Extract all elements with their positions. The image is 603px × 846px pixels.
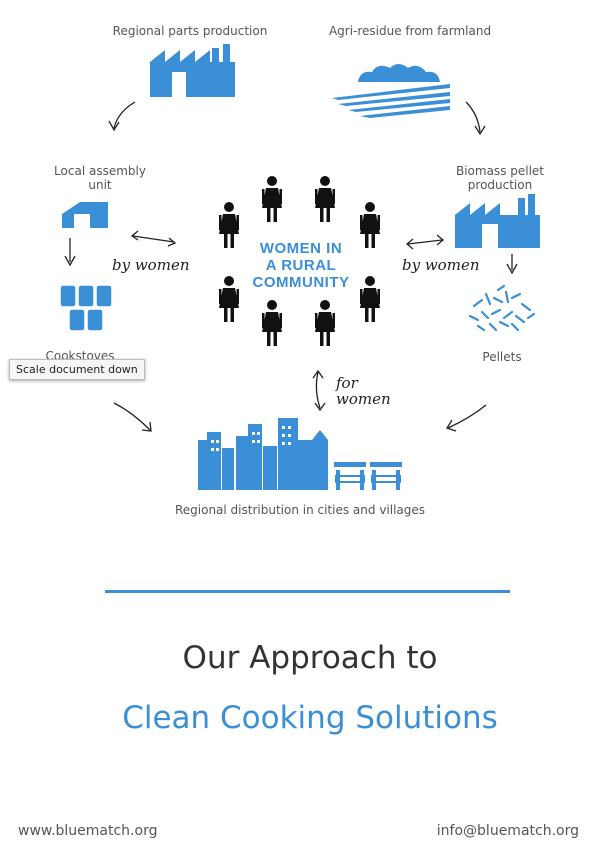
node-pellets: Pellets (482, 350, 522, 364)
cookstoves-icon (59, 284, 113, 332)
divider-line (105, 590, 510, 593)
center-title: WOMEN IN A RURAL COMMUNITY (244, 240, 358, 291)
woman-figure (219, 276, 239, 322)
footer-website-link[interactable]: www.bluematch.org (18, 823, 158, 839)
center-line-2: A RURAL (265, 257, 337, 274)
woman-figure (262, 176, 282, 222)
city-icon (198, 418, 402, 490)
footer-email-link[interactable]: info@bluematch.org (436, 823, 579, 839)
node-biomass-pellet: Biomass pellet production (455, 164, 545, 192)
pellets-icon (468, 284, 536, 332)
assembly-shed-icon (62, 202, 108, 228)
label-women: women (336, 390, 391, 408)
center-line-3: COMMUNITY (252, 274, 350, 291)
label-by-women-left: by women (112, 256, 190, 274)
woman-figure (360, 276, 380, 322)
label-for: for (336, 374, 358, 392)
biomass-factory-icon (455, 194, 540, 248)
label-by-women-right: by women (402, 256, 480, 274)
woman-figure (315, 300, 335, 346)
woman-figure (262, 300, 282, 346)
node-distribution: Regional distribution in cities and vill… (174, 503, 426, 517)
headline-line-1: Our Approach to (182, 640, 438, 676)
flow-arrows (64, 101, 518, 432)
node-regional-parts: Regional parts production (112, 24, 268, 38)
headline-line-2: Clean Cooking Solutions (122, 700, 498, 736)
woman-figure (315, 176, 335, 222)
farmland-icon (332, 64, 450, 118)
scale-down-tooltip: Scale document down (9, 359, 145, 380)
women-figures (219, 176, 380, 346)
woman-figure (360, 202, 380, 248)
node-local-assembly: Local assembly unit (54, 164, 146, 192)
node-agri-residue: Agri-residue from farmland (328, 24, 492, 38)
center-line-1: WOMEN IN (259, 240, 343, 257)
factory-icon (150, 44, 235, 97)
woman-figure (219, 202, 239, 248)
